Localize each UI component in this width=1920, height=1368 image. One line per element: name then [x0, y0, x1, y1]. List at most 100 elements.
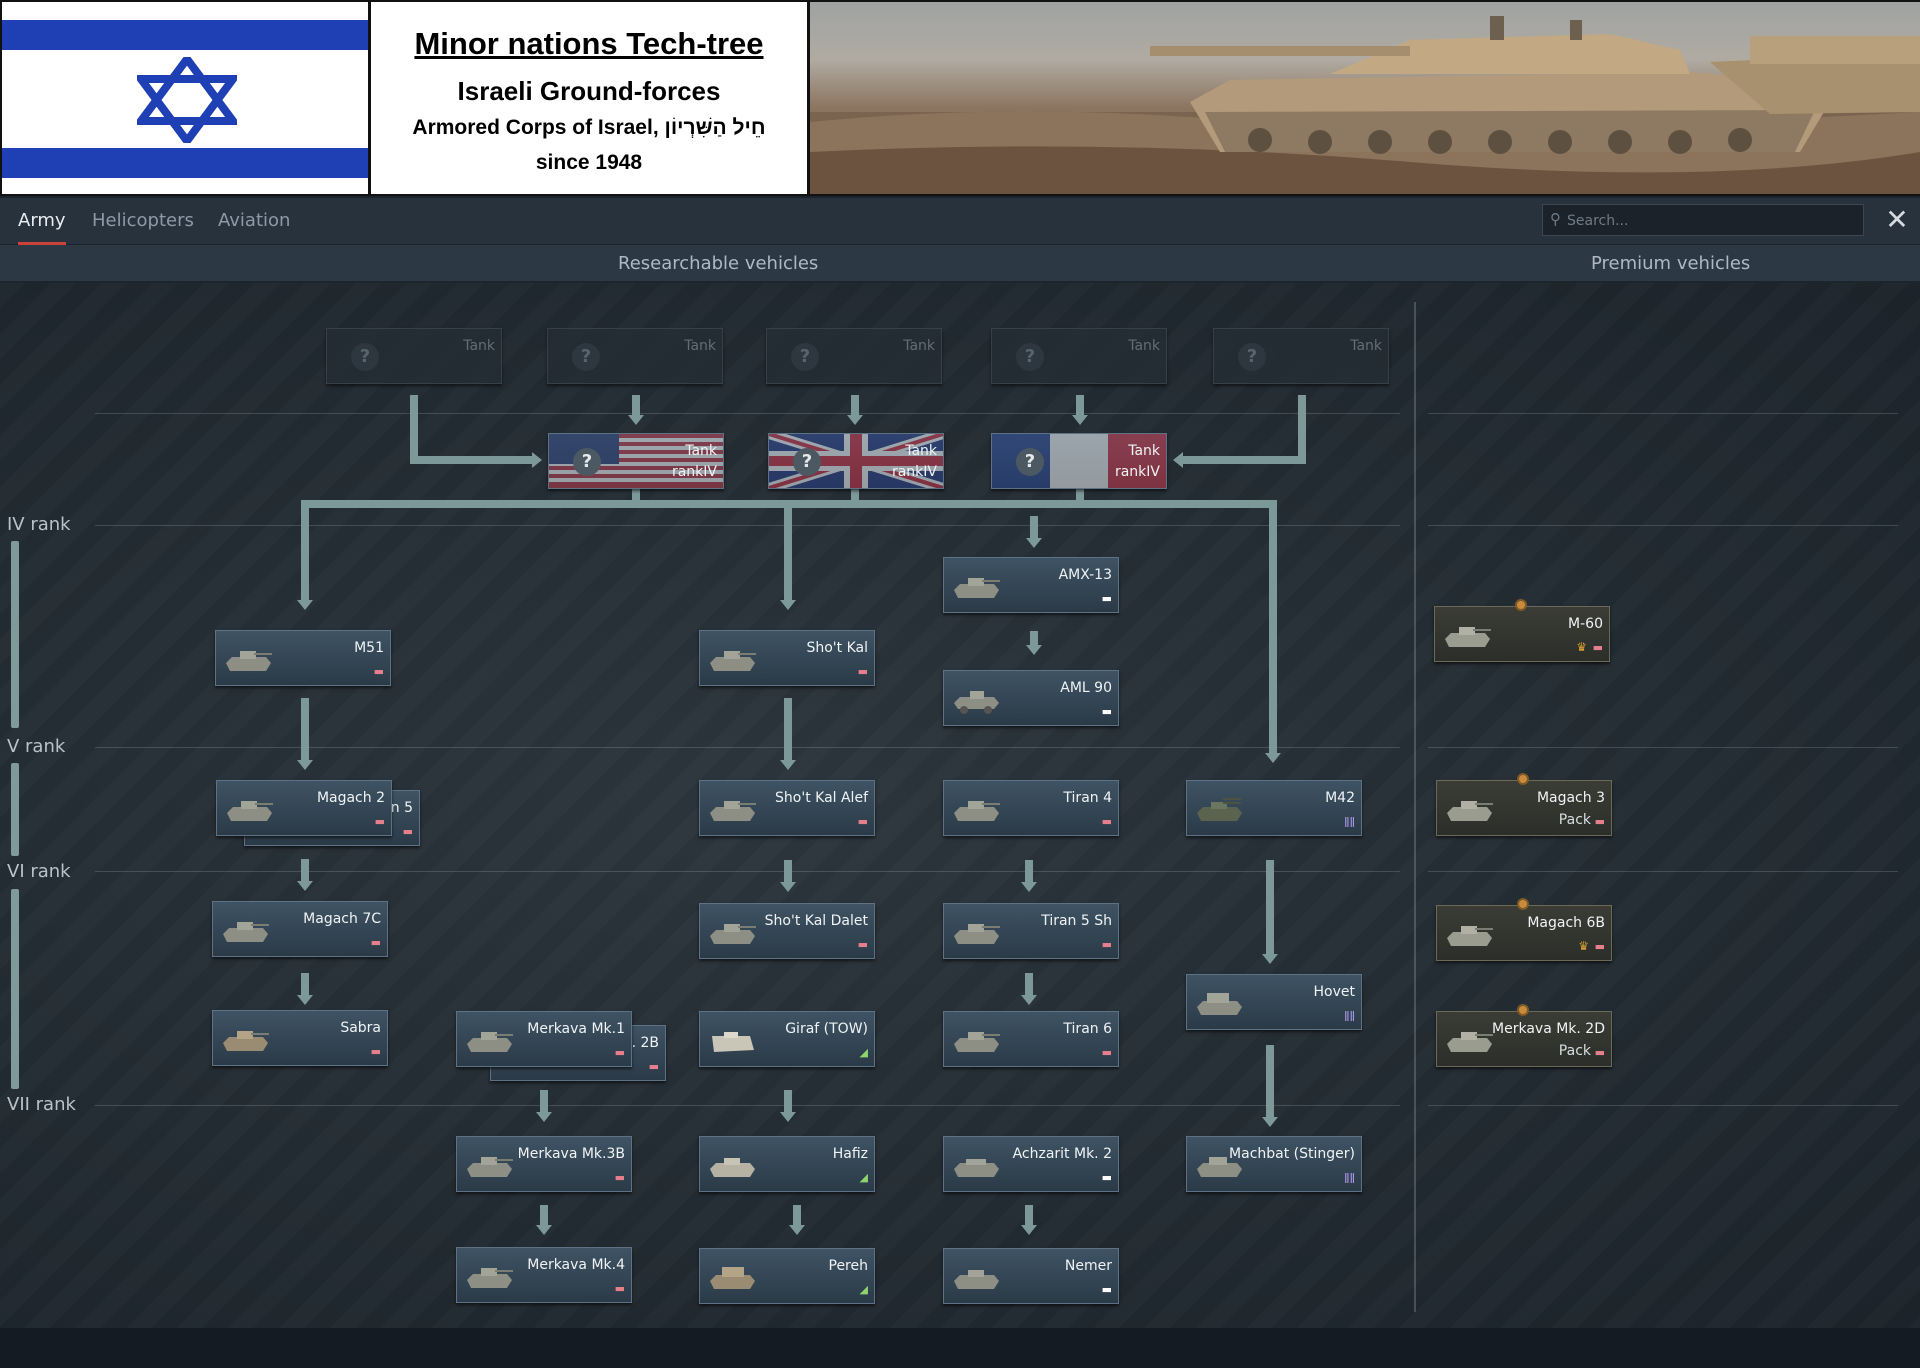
medium-tank-icon: ▬ — [648, 1060, 659, 1073]
spaa-icon: ǁǁ — [1344, 1171, 1355, 1184]
vehicle-shot-kal-dalet[interactable]: Sho't Kal Dalet ▬ — [699, 903, 875, 959]
medium-tank-icon: ▬ — [370, 1045, 381, 1058]
tank-thumbnail-icon — [1445, 627, 1491, 647]
vehicle-nemer[interactable]: Nemer ▬ — [943, 1248, 1119, 1304]
tank-thumbnail-icon — [223, 1031, 269, 1051]
tank-thumbnail-icon — [223, 922, 269, 942]
feeder-france-tank[interactable]: ? Tank rankIV — [991, 433, 1167, 489]
tank-destroyer-icon: ◢ — [859, 1283, 868, 1296]
question-icon: ? — [351, 343, 379, 371]
premium-crown-icon: ♛ — [1576, 640, 1587, 654]
locked-tank-slot[interactable]: ?Tank — [326, 328, 502, 384]
title-box: Minor nations Tech-tree Israeli Ground-f… — [371, 2, 807, 194]
tank-thumbnail-icon — [710, 801, 756, 821]
medium-tank-icon: ▬ — [1594, 815, 1605, 828]
vehicle-magach-7c[interactable]: Magach 7C ▬ — [212, 901, 388, 957]
premium-gift-icon — [1517, 898, 1529, 910]
vehicle-m42[interactable]: M42 ǁǁ — [1186, 780, 1362, 836]
vehicle-merkava-mk4[interactable]: Merkava Mk.4 ▬ — [456, 1247, 632, 1303]
question-icon: ? — [573, 448, 601, 476]
tank-thumbnail-icon — [226, 651, 272, 671]
tank-thumbnail-icon — [954, 1032, 1000, 1052]
locked-tank-slot[interactable]: ?Tank — [991, 328, 1167, 384]
premium-magach-3[interactable]: Magach 3 Pack ▬ — [1436, 773, 1612, 836]
question-icon: ? — [1016, 343, 1044, 371]
tank-thumbnail-icon — [467, 1032, 513, 1052]
banner-subtitle: Israeli Ground-forces — [457, 76, 721, 106]
rank-separator — [95, 871, 1400, 872]
rank-separator — [95, 525, 1400, 526]
apc-thumbnail-icon — [954, 1270, 999, 1289]
vehicle-tiran-4[interactable]: Tiran 4 ▬ — [943, 780, 1119, 836]
apc-thumbnail-icon — [954, 1159, 999, 1177]
medium-tank-icon: ▬ — [373, 665, 384, 678]
medium-tank-icon: ▬ — [1101, 815, 1112, 828]
vehicle-aml-90[interactable]: AML 90 ▬ — [943, 670, 1119, 726]
premium-magach-6b[interactable]: Magach 6B ♛ ▬ — [1436, 898, 1612, 961]
tab-aviation[interactable]: Aviation — [218, 210, 291, 231]
question-icon: ? — [793, 448, 821, 476]
tank-destroyer-icon: ◢ — [859, 1046, 868, 1059]
feeder-usa-tank[interactable]: ? Tank rankIV — [548, 433, 724, 489]
medium-tank-icon: ▬ — [857, 665, 868, 678]
close-button[interactable]: ✕ — [1885, 203, 1909, 236]
vehicle-achzarit-mk2[interactable]: Achzarit Mk. 2 ▬ — [943, 1136, 1119, 1192]
medium-tank-icon: ▬ — [1592, 641, 1603, 654]
feeder-uk-tank[interactable]: ? Tank rankIV — [768, 433, 944, 489]
locked-tank-slot[interactable]: ?Tank — [547, 328, 723, 384]
light-tank-icon: ▬ — [1101, 1171, 1112, 1184]
rank-label-vii: VII rank — [7, 1094, 76, 1115]
premium-divider — [1414, 302, 1416, 1312]
vehicle-m51[interactable]: M51 ▬ — [215, 630, 391, 686]
rank-separator — [1428, 525, 1898, 526]
rank-label-iv: IV rank — [7, 514, 71, 535]
vehicle-tiran-5-sh[interactable]: Tiran 5 Sh ▬ — [943, 903, 1119, 959]
question-icon: ? — [791, 343, 819, 371]
rank-progress-bar — [11, 541, 19, 728]
medium-tank-icon: ▬ — [374, 815, 385, 828]
tab-army[interactable]: Army — [18, 210, 66, 245]
search-box[interactable]: ⚲ — [1542, 204, 1864, 236]
rank-label-vi: VI rank — [7, 861, 71, 882]
rank-separator — [1428, 747, 1898, 748]
search-input[interactable] — [1565, 209, 1849, 233]
medium-tank-icon: ▬ — [1101, 938, 1112, 951]
vehicle-shot-kal-alef[interactable]: Sho't Kal Alef ▬ — [699, 780, 875, 836]
vehicle-shot-kal[interactable]: Sho't Kal ▬ — [699, 630, 875, 686]
vehicle-tiran-6[interactable]: Tiran 6 ▬ — [943, 1011, 1119, 1067]
light-tank-icon: ▬ — [1101, 705, 1112, 718]
banner-corps: Armored Corps of Israel, חֵיל הַשִּׁרְיו… — [412, 116, 766, 139]
vehicle-sabra[interactable]: Sabra ▬ — [212, 1010, 388, 1066]
israel-flag — [2, 2, 368, 194]
tank-thumbnail-icon — [954, 924, 1000, 944]
tank-thumbnail-icon — [710, 651, 756, 671]
tab-helicopters[interactable]: Helicopters — [92, 210, 194, 231]
vehicle-merkava-mk3b[interactable]: Merkava Mk.3B ▬ — [456, 1136, 632, 1192]
locked-tank-slot[interactable]: ?Tank — [766, 328, 942, 384]
tank-thumbnail-icon — [710, 924, 756, 944]
premium-merkava-mk2d[interactable]: Merkava Mk. 2D Pack ▬ — [1436, 1004, 1612, 1067]
tank-thumbnail-icon — [1447, 801, 1493, 821]
vehicle-hafiz[interactable]: Hafiz ◢ — [699, 1136, 875, 1192]
vehicle-giraf-tow[interactable]: Giraf (TOW) ◢ — [699, 1011, 875, 1067]
medium-tank-icon: ▬ — [1594, 940, 1605, 953]
medium-tank-icon: ▬ — [614, 1046, 625, 1059]
vehicle-magach-2[interactable]: Magach 2 ▬ — [216, 780, 392, 836]
vehicle-pereh[interactable]: Pereh ◢ — [699, 1248, 875, 1304]
star-of-david-icon — [137, 57, 237, 143]
premium-gift-icon — [1515, 599, 1527, 611]
researchable-header: Researchable vehicles — [618, 253, 819, 274]
vehicle-merkava-mk1[interactable]: Merkava Mk.1 ▬ — [456, 1011, 632, 1067]
vehicle-hovet[interactable]: Hovet ǁǁ — [1186, 974, 1362, 1030]
tank-thumbnail-icon — [1447, 1032, 1493, 1052]
vehicle-amx-13[interactable]: AMX-13 ▬ — [943, 557, 1119, 613]
tank-destroyer-thumbnail-icon — [710, 1267, 755, 1289]
light-tank-icon: ▬ — [1101, 592, 1112, 605]
vehicle-machbat-stinger[interactable]: Machbat (Stinger) ǁǁ — [1186, 1136, 1362, 1192]
locked-tank-slot[interactable]: ?Tank — [1213, 328, 1389, 384]
medium-tank-icon: ▬ — [614, 1282, 625, 1295]
tank-thumbnail-icon — [954, 578, 1000, 598]
rank-separator — [1428, 871, 1898, 872]
spaa-thumbnail-icon — [1197, 798, 1242, 821]
premium-m-60[interactable]: M-60 ♛ ▬ — [1434, 599, 1610, 662]
